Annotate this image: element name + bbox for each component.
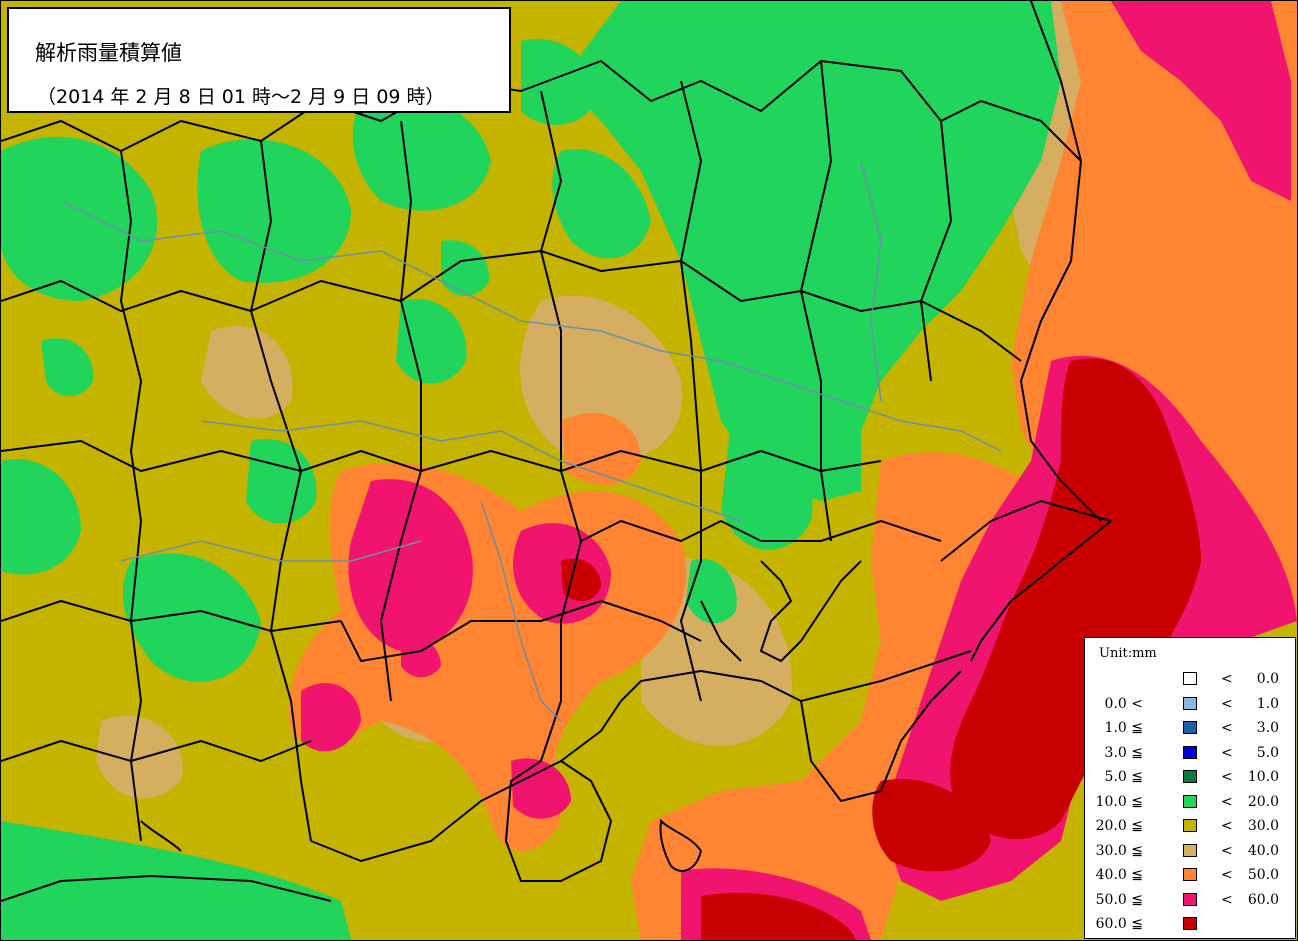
- legend-operator: <: [1221, 891, 1233, 908]
- legend-row: 50.0 ≦ <60.0: [1085, 890, 1297, 910]
- boundary-lines: [1, 1, 1112, 902]
- legend-swatch: [1183, 819, 1197, 832]
- legend-swatch: [1183, 868, 1197, 881]
- legend-operator: <: [1221, 720, 1233, 736]
- map-title-box: 解析雨量積算値 （2014 年 2 月 8 日 01 時～2 月 9 日 09 …: [7, 7, 511, 113]
- legend-operator: <: [1221, 744, 1233, 761]
- legend-upper-bound: 10.0: [1247, 769, 1279, 785]
- legend-row: 20.0 ≦ <30.0: [1085, 816, 1297, 836]
- legend-upper-bound: 3.0: [1256, 720, 1279, 736]
- legend-upper-bound: 30.0: [1247, 818, 1279, 834]
- legend-operator: <: [1221, 671, 1233, 687]
- river-lines: [60, 160, 1002, 722]
- legend-lower-bound: 20.0 ≦: [1095, 818, 1143, 834]
- legend-swatch: [1183, 843, 1197, 857]
- legend-upper-bound: 40.0: [1247, 842, 1279, 859]
- legend-upper-bound: 1.0: [1256, 695, 1279, 712]
- legend-lower-bound: 60.0 ≦: [1095, 916, 1143, 932]
- legend-swatch: [1183, 721, 1197, 734]
- legend-row: 1.0 ≦ <3.0: [1085, 718, 1297, 738]
- coastline: [140, 560, 862, 872]
- legend-upper-bound: 60.0: [1247, 891, 1279, 908]
- legend-upper-bound: 20.0: [1247, 793, 1279, 810]
- legend-row: <0.0: [1085, 669, 1297, 689]
- legend-row: 3.0 ≦ <5.0: [1085, 743, 1297, 763]
- legend-row: 40.0 ≦ <50.0: [1085, 865, 1297, 885]
- legend-lower-bound: 5.0 ≦: [1104, 769, 1143, 785]
- legend-lower-bound: 3.0 ≦: [1104, 744, 1143, 761]
- legend-operator: <: [1221, 867, 1233, 883]
- legend-swatch: [1183, 770, 1197, 783]
- rain-zone-60-plus: [561, 358, 1201, 940]
- legend-lower-bound: 10.0 ≦: [1095, 793, 1143, 810]
- legend-swatch: [1183, 892, 1197, 906]
- legend-swatch: [1183, 672, 1197, 685]
- legend-operator: <: [1221, 695, 1233, 712]
- map-period: （2014 年 2 月 8 日 01 時～2 月 9 日 09 時）: [37, 86, 445, 108]
- legend-unit: Unit:mm: [1099, 646, 1157, 661]
- legend-row: 0.0 < <1.0: [1085, 694, 1297, 714]
- legend-row: 5.0 ≦ <10.0: [1085, 767, 1297, 787]
- legend-operator: <: [1221, 793, 1233, 810]
- legend-row: 60.0 ≦: [1085, 914, 1297, 934]
- map-title: 解析雨量積算値: [35, 41, 182, 65]
- legend-upper-bound: 0.0: [1256, 671, 1279, 687]
- legend-row: 10.0 ≦ <20.0: [1085, 792, 1297, 812]
- legend-lower-bound: 1.0 ≦: [1104, 720, 1143, 736]
- legend-lower-bound: 0.0 <: [1104, 695, 1143, 712]
- legend-operator: <: [1221, 769, 1233, 785]
- legend-upper-bound: 5.0: [1256, 744, 1279, 761]
- legend-lower-bound: 50.0 ≦: [1095, 891, 1143, 908]
- legend-lower-bound: 30.0 ≦: [1095, 842, 1143, 859]
- legend-operator: <: [1221, 818, 1233, 834]
- legend-lower-bound: 40.0 ≦: [1095, 867, 1143, 883]
- legend-swatch: [1183, 745, 1197, 759]
- legend-upper-bound: 50.0: [1247, 867, 1279, 883]
- legend-row: 30.0 ≦ <40.0: [1085, 841, 1297, 861]
- legend-swatch: [1183, 696, 1197, 710]
- legend-swatch: [1183, 917, 1197, 930]
- legend-operator: <: [1221, 842, 1233, 859]
- legend-swatch: [1183, 794, 1197, 808]
